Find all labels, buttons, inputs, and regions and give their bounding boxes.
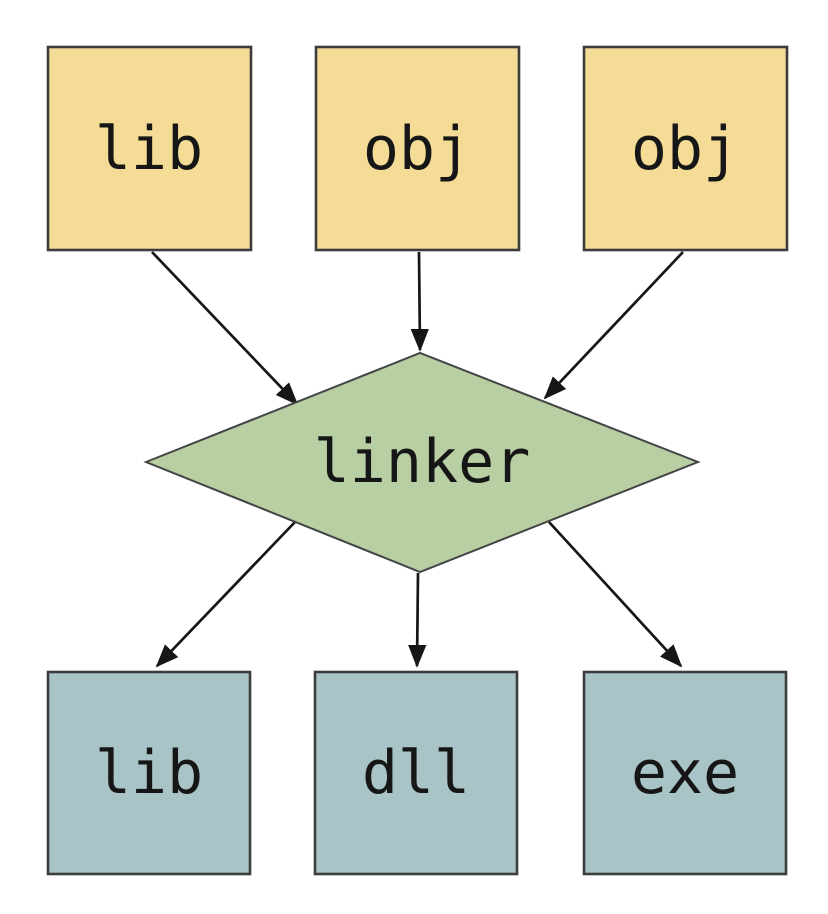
input-node-obj-1-box	[314, 45, 521, 252]
edge-linker-to-dll	[408, 572, 427, 668]
node-label: lib	[95, 738, 203, 808]
edge-obj1-to-linker	[410, 251, 429, 352]
input-node-lib-box	[46, 45, 253, 252]
output-node-exe: exe	[582, 670, 788, 876]
process-node-linker-diamond	[143, 351, 701, 574]
edge-obj2-to-linker	[543, 251, 684, 400]
input-node-lib: lib	[46, 45, 253, 252]
input-node-obj-1: obj	[314, 45, 521, 252]
edge-lib-to-linker	[151, 251, 299, 406]
output-node-lib-box	[46, 670, 252, 876]
node-label: linker	[314, 427, 531, 497]
output-node-lib: lib	[46, 670, 252, 876]
node-label: exe	[631, 738, 739, 808]
output-node-exe-box	[582, 670, 788, 876]
process-node-linker: linker	[143, 351, 701, 574]
node-label: dll	[362, 738, 470, 808]
node-label: lib	[95, 114, 203, 184]
node-label: obj	[631, 114, 739, 184]
input-node-obj-2-box	[582, 45, 789, 252]
node-label: obj	[363, 114, 471, 184]
output-node-dll-box	[313, 670, 519, 876]
output-node-dll: dll	[313, 670, 519, 876]
edge-linker-to-lib	[155, 521, 296, 668]
edge-linker-to-exe	[548, 521, 683, 668]
input-node-obj-2: obj	[582, 45, 789, 252]
